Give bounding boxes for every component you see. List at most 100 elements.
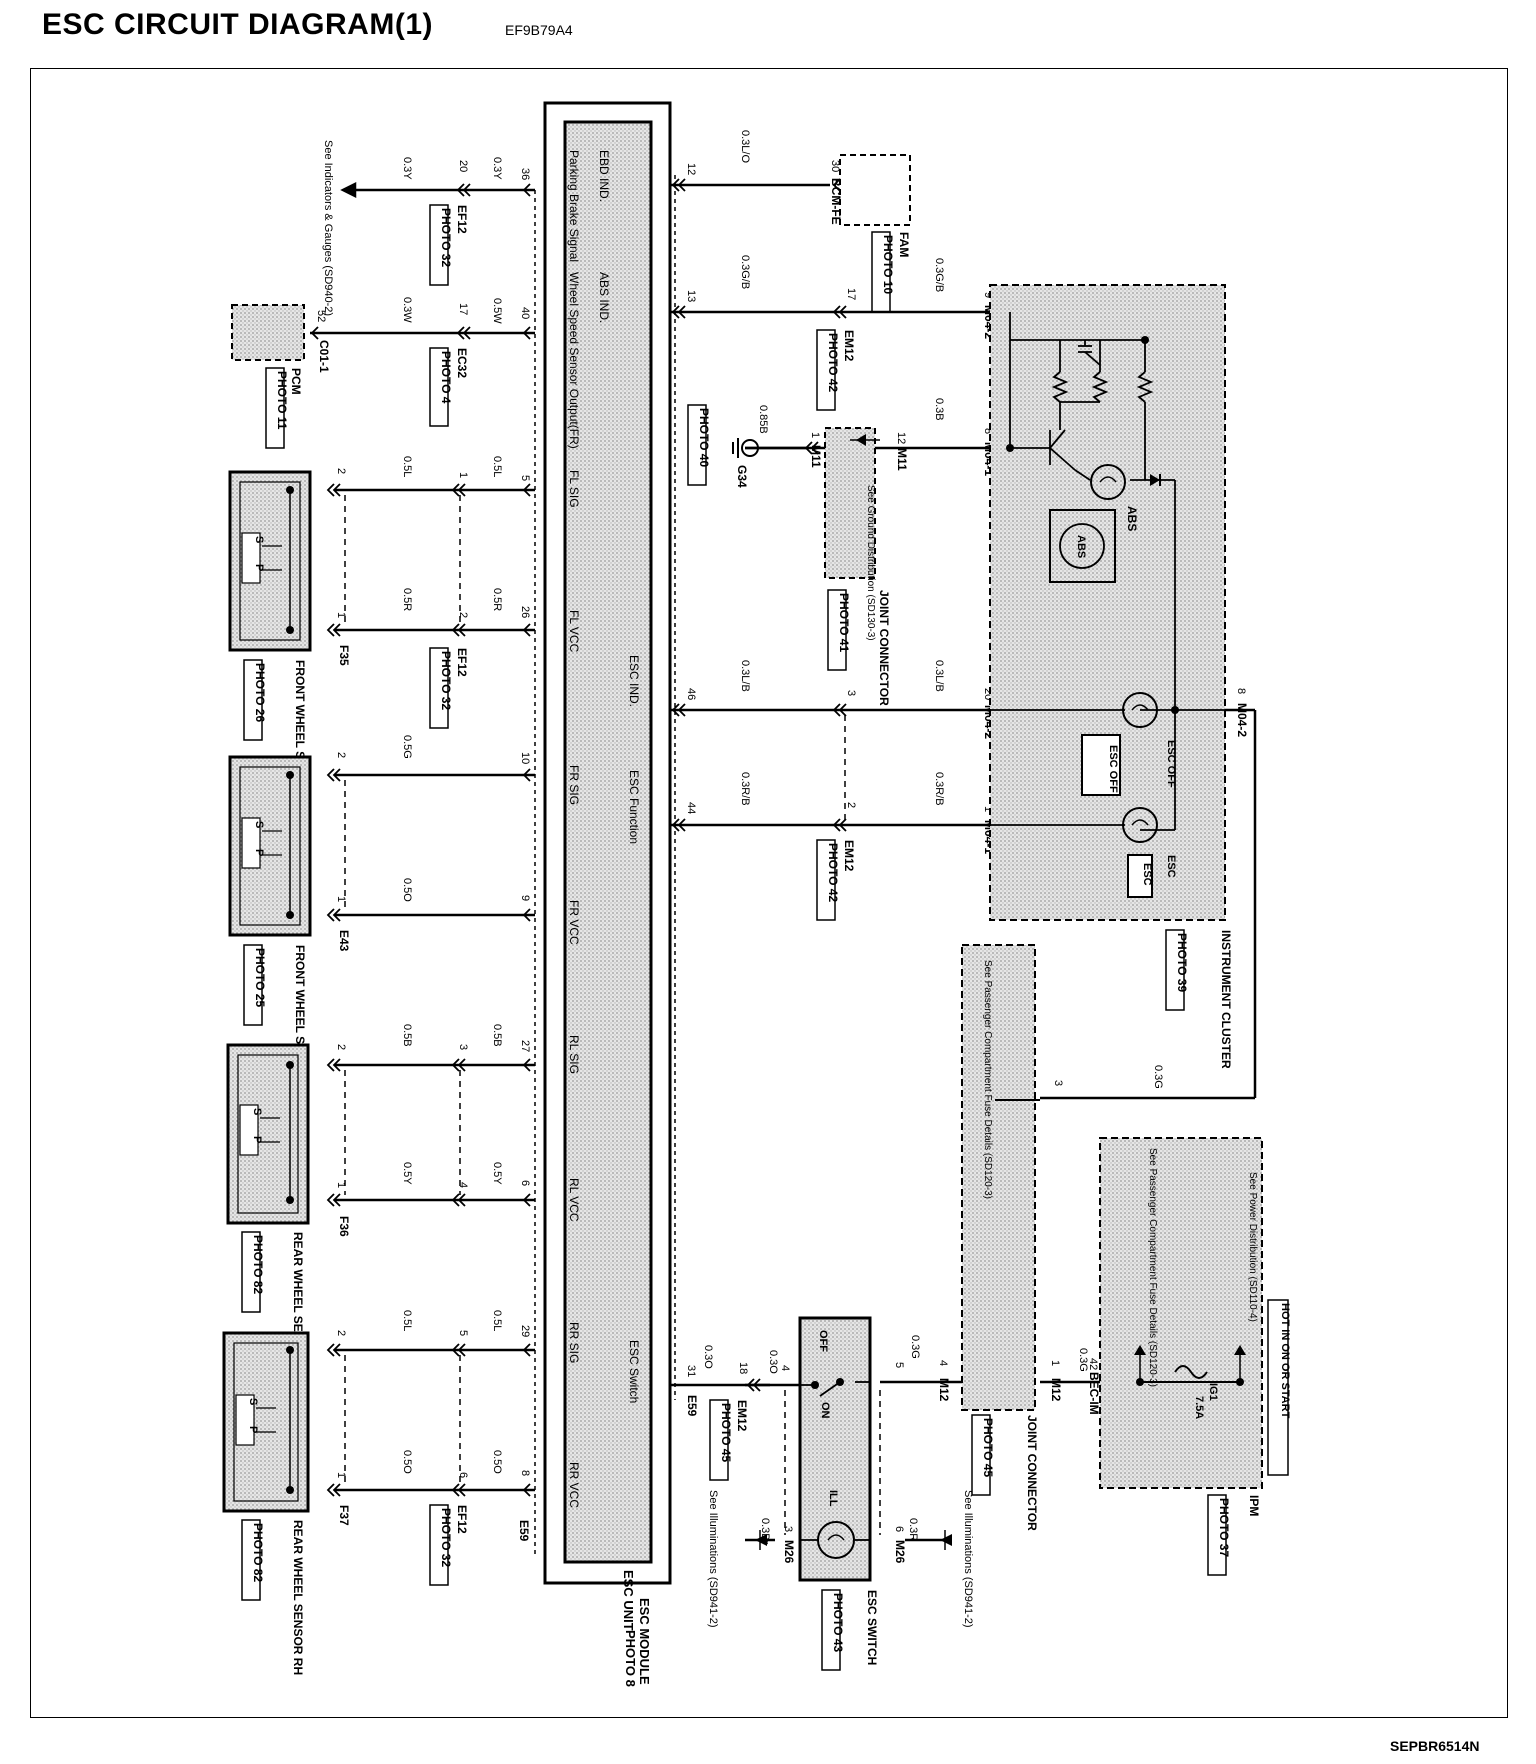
svg-text:8: 8 — [519, 1470, 531, 1476]
svg-text:46: 46 — [685, 688, 697, 700]
esc-module-signals: EBD IND. ABS IND. Parking Brake Signal W… — [567, 150, 641, 1508]
wheel-sensor-fr: S P E43 FRONT WHEEL SENSOR RH PHOTO 25 — [228, 755, 351, 1107]
diagram-frame — [30, 68, 1508, 1718]
svg-text:P: P — [251, 1136, 263, 1143]
svg-text:0.5O: 0.5O — [491, 1450, 503, 1474]
svg-text:26: 26 — [519, 606, 531, 618]
page-title: ESC CIRCUIT DIAGRAM(1) — [42, 8, 433, 41]
fuse-rating: 7.5A — [1193, 1396, 1205, 1419]
signal-fr-sig: FR SIG — [567, 765, 581, 805]
esc-module-photo: PHOTO 8 — [623, 1630, 638, 1687]
esc-module-name: ESC MODULE — [637, 1598, 652, 1685]
svg-text:0.5L: 0.5L — [401, 456, 413, 477]
wheel-sensor-rr: S P F37 REAR WHEEL SENSOR RH PHOTO 82 — [222, 1331, 351, 1675]
svg-text:4: 4 — [937, 1360, 949, 1366]
svg-text:EM12: EM12 — [735, 1400, 749, 1432]
svg-text:3: 3 — [845, 690, 857, 696]
instrument-cluster: ABS ABS ESC OFF ESC OFF ESC ESC INSTRUME… — [989, 284, 1233, 1069]
svg-text:1: 1 — [457, 472, 469, 478]
cluster-name: INSTRUMENT CLUSTER — [1219, 930, 1233, 1069]
svg-text:M04-2: M04-2 — [1235, 703, 1249, 737]
svg-text:E59: E59 — [685, 1395, 699, 1417]
svg-text:0.3R: 0.3R — [907, 1518, 919, 1541]
esc-switch: OFF ON ILL ESC SWITCH PHOTO 43 — [798, 1316, 879, 1671]
svg-text:0.5R: 0.5R — [401, 588, 413, 611]
ipm-name: IPM — [1247, 1495, 1261, 1516]
svg-text:0.3L/O: 0.3L/O — [739, 130, 751, 163]
ipm-connector: BEC-IM — [1087, 1372, 1101, 1415]
left-dashed-shields — [344, 495, 461, 1485]
esc-switch-name: ESC SWITCH — [865, 1590, 879, 1665]
svg-text:0.3G: 0.3G — [1152, 1065, 1164, 1089]
svg-text:S: S — [253, 536, 265, 543]
svg-text:EM12: EM12 — [842, 840, 856, 872]
signal-rl-sig: RL SIG — [567, 1035, 581, 1074]
svg-text:9: 9 — [982, 292, 994, 298]
left-wire-labels: 36 0.3Y 20 0.3Y 40 0.5W 17 0.3W 52 5 0.5… — [315, 157, 531, 1478]
svg-text:2: 2 — [845, 802, 857, 808]
signal-rr-sig: RR SIG — [567, 1322, 581, 1363]
svg-text:S: S — [253, 821, 265, 828]
joint-m12-photo: PHOTO 45 — [981, 1418, 995, 1477]
joint-connector-m11: 1 M11 12 M11 See Ground Distribution (SD… — [809, 427, 909, 706]
cluster-photo: PHOTO 39 — [1175, 933, 1189, 992]
svg-text:EM12: EM12 — [842, 330, 856, 362]
svg-text:P: P — [253, 849, 265, 856]
gauges-ref: See Indicators & Gauges (SD940-2) — [322, 140, 334, 316]
svg-text:PHOTO 45: PHOTO 45 — [719, 1403, 733, 1462]
svg-text:PHOTO 26: PHOTO 26 — [253, 663, 267, 722]
esc-module-connector: E59 — [517, 1520, 531, 1542]
svg-text:2: 2 — [335, 1044, 347, 1050]
svg-text:0.3R/B: 0.3R/B — [739, 772, 751, 806]
svg-text:F35: F35 — [337, 645, 351, 666]
ground-photo: PHOTO 40 — [697, 408, 711, 467]
svg-text:F37: F37 — [337, 1505, 351, 1526]
svg-text:5: 5 — [457, 1330, 469, 1336]
signal-esc-switch: ESC Switch — [627, 1340, 641, 1403]
ef12-mid-label: EF12 — [455, 648, 469, 677]
joint-m12-name: JOINT CONNECTOR — [1025, 1415, 1039, 1531]
switch-off-label: OFF — [817, 1330, 829, 1352]
svg-text:F36: F36 — [337, 1216, 351, 1237]
svg-text:0.5Y: 0.5Y — [491, 1162, 503, 1185]
svg-text:M26: M26 — [893, 1540, 907, 1564]
ground-label: G34 — [735, 465, 749, 488]
lamp-esc-off-label: ESC OFF — [1165, 740, 1177, 788]
ipm-fuse-ref: See Passenger Compartment Fuse Details (… — [1147, 1148, 1158, 1387]
svg-text:2: 2 — [335, 468, 347, 474]
pcm-photo: PHOTO 11 — [275, 371, 289, 430]
signal-fl-vcc: FL VCC — [567, 610, 581, 653]
svg-text:2: 2 — [335, 1330, 347, 1336]
power-distribution-ref: See Power Distribution (SD110-4) — [1247, 1172, 1258, 1322]
sensor-rr-name: REAR WHEEL SENSOR RH — [291, 1520, 305, 1675]
ef12-bot-photo: PHOTO 32 — [439, 1508, 453, 1567]
svg-text:0.5L: 0.5L — [491, 456, 503, 477]
svg-text:PHOTO 25: PHOTO 25 — [253, 948, 267, 1007]
svg-text:1: 1 — [1049, 1360, 1061, 1366]
svg-text:30: 30 — [829, 160, 841, 172]
svg-text:M11: M11 — [895, 448, 909, 471]
signal-parking-brake: Parking Brake Signal — [567, 150, 581, 262]
svg-text:1: 1 — [335, 896, 347, 902]
svg-text:0.3Y: 0.3Y — [491, 157, 503, 180]
svg-text:S: S — [251, 1108, 263, 1115]
svg-text:3: 3 — [1052, 1080, 1064, 1086]
svg-text:1: 1 — [982, 806, 994, 812]
illumination-refs: See Illuminations (SD941-2) See Illumina… — [707, 1490, 974, 1628]
svg-text:6: 6 — [893, 1526, 905, 1532]
ec32-photo: PHOTO 4 — [439, 351, 453, 404]
svg-text:8: 8 — [982, 428, 994, 434]
signal-esc-ind: ESC IND. — [627, 655, 641, 707]
svg-text:36: 36 — [519, 168, 531, 180]
signal-rr-vcc: RR VCC — [567, 1462, 581, 1508]
svg-text:0.3B: 0.3B — [933, 398, 945, 421]
right-dashed-lines — [784, 715, 881, 1535]
svg-text:1: 1 — [335, 1472, 347, 1478]
signal-rl-vcc: RL VCC — [567, 1178, 581, 1222]
svg-text:17: 17 — [845, 288, 857, 300]
svg-text:0.3L/B: 0.3L/B — [739, 660, 751, 692]
esc-switch-photo: PHOTO 43 — [831, 1593, 845, 1652]
lamp-abs-label: ABS — [1125, 506, 1139, 531]
ec32-label: EC32 — [455, 348, 469, 378]
